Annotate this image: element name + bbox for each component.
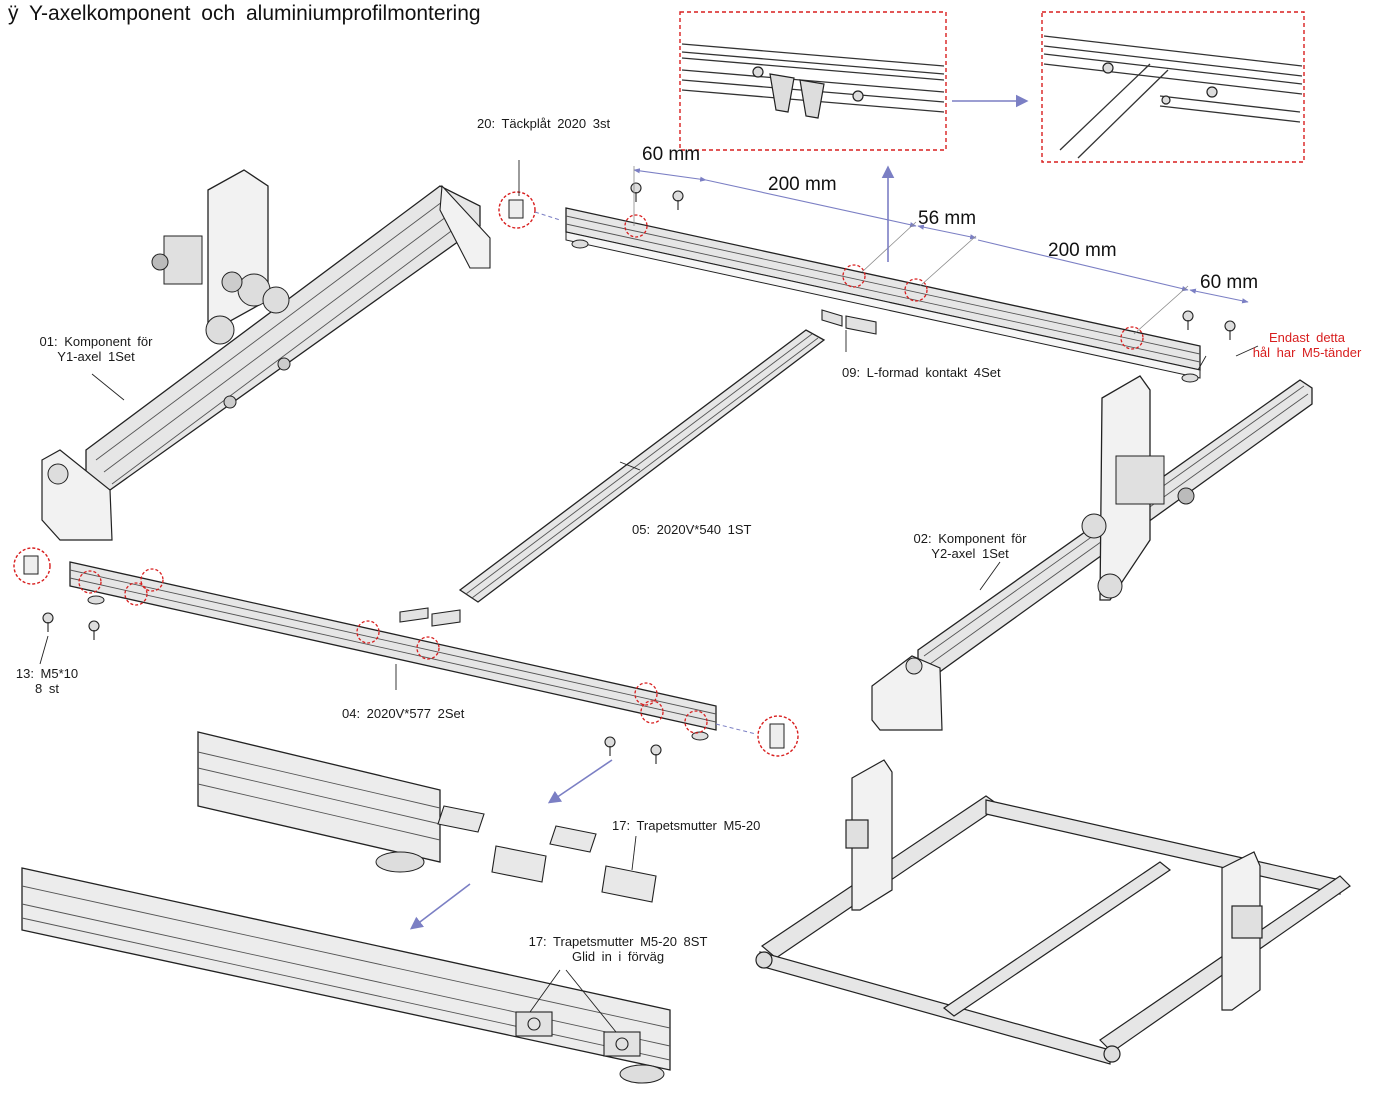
tnut-detail [197, 731, 657, 903]
profile-577-highlights [78, 568, 708, 734]
top-profile-screws [630, 182, 1236, 340]
label-m5-line2: hål har M5-tänder [1252, 345, 1362, 360]
label-y1-component: 01: Komponent för Y1-axel 1Set [26, 334, 166, 364]
y1-axis-component [41, 169, 491, 541]
label-y1-line2: Y1-axel 1Set [57, 349, 135, 364]
zoom-arrow-1 [547, 759, 613, 804]
zoom-arrow-2 [409, 883, 471, 930]
cover-plate-left [13, 547, 51, 585]
label-profile-577: 04: 2020V*577 2Set [342, 706, 465, 721]
top-profile-highlights [624, 214, 1144, 350]
label-l-connector: 09: L-formad kontakt 4Set [842, 365, 1001, 380]
page-title: ÿ Y-axelkomponent och aluminiumprofilmon… [8, 2, 481, 25]
dimension-200mm-left: 200 mm [768, 174, 837, 195]
dimension-60mm-left: 60 mm [642, 144, 701, 165]
label-tnut-8st: 17: Trapetsmutter M5-20 8ST Glid in i fö… [508, 934, 728, 964]
y2-axis-component [871, 375, 1313, 731]
label-cover-plate: 20: Täckplåt 2020 3st [477, 116, 611, 131]
leader-lines [1197, 345, 1259, 371]
dimension-60mm-right: 60 mm [1200, 272, 1259, 293]
assembled-frame [755, 759, 1351, 1065]
dimension-56mm: 56 mm [918, 208, 977, 229]
profile-540 [458, 329, 826, 603]
detail-inset-before [679, 11, 947, 151]
label-y2-line1: 02: Komponent för [913, 531, 1027, 546]
label-y2-line2: Y2-axel 1Set [931, 546, 1009, 561]
front-screws [39, 612, 662, 764]
cover-plate-right [715, 715, 799, 757]
label-y1-line1: 01: Komponent för [39, 334, 153, 349]
label-m5-line1: Endast detta [1269, 330, 1345, 345]
label-y2-component: 02: Komponent för Y2-axel 1Set [900, 531, 1040, 561]
cover-plate-top [498, 160, 561, 229]
label-m5-thread-note: Endast detta hål har M5-tänder [1240, 330, 1374, 360]
label-screws-line1: 13: M5*10 [15, 666, 79, 681]
l-connectors [399, 309, 877, 627]
label-tnut: 17: Trapetsmutter M5-20 [612, 818, 761, 833]
slide-in-detail [21, 867, 671, 1084]
label-screws-line2: 8 st [35, 681, 59, 696]
label-tnut-8st-line1: 17: Trapetsmutter M5-20 8ST [528, 934, 708, 949]
label-profile-540: 05: 2020V*540 1ST [632, 522, 752, 537]
dimension-lines [633, 166, 1249, 335]
label-tnut-8st-line2: Glid in i förväg [571, 949, 665, 964]
label-screws: 13: M5*10 8 st [12, 666, 82, 696]
top-profile [565, 207, 1201, 383]
profile-577 [69, 561, 717, 741]
dimension-200mm-right: 200 mm [1048, 240, 1117, 261]
detail-inset-after [1041, 11, 1305, 163]
